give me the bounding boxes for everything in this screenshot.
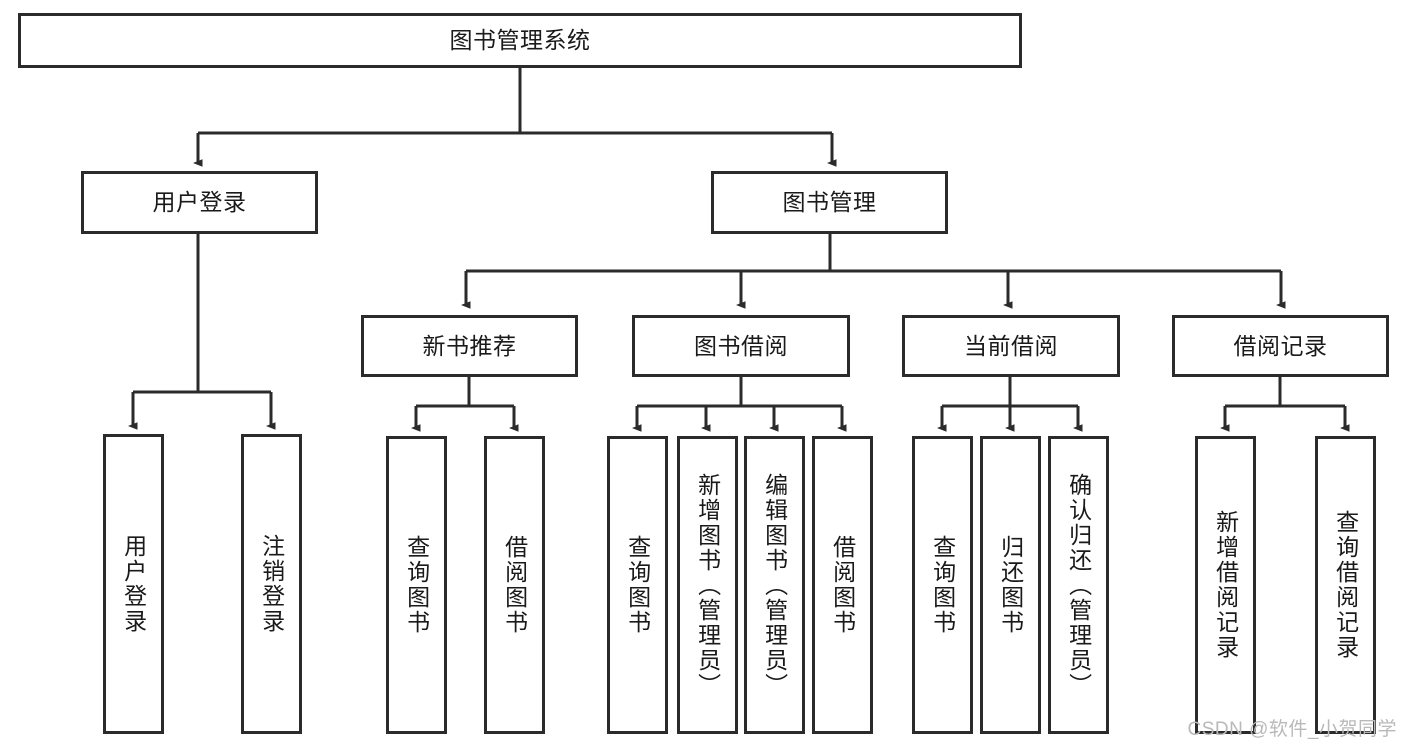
node-label: 查询图书 [929,535,956,635]
node-label: 编辑图书（管理员） [761,472,788,698]
node-label: 用户登录 [152,189,247,216]
leaf-current-borrow-query[interactable]: 查询图书 [912,436,973,734]
node-label: 查询图书 [624,535,651,635]
node-label: 图书管理 [782,189,877,216]
node-new-book-recommend[interactable]: 新书推荐 [361,315,578,377]
leaf-user-login-logout[interactable]: 注销登录 [241,434,302,734]
node-borrow-record[interactable]: 借阅记录 [1172,315,1389,377]
node-label: 新增借阅记录 [1212,510,1239,660]
node-label: 查询借阅记录 [1332,510,1359,660]
node-user-login[interactable]: 用户登录 [81,171,318,234]
node-root-system[interactable]: 图书管理系统 [18,13,1022,68]
node-current-borrow[interactable]: 当前借阅 [902,315,1120,377]
node-label: 借阅图书 [501,535,528,635]
node-label: 查询图书 [403,535,430,635]
leaf-current-borrow-return[interactable]: 归还图书 [980,436,1041,734]
node-label: 新书推荐 [422,332,517,359]
node-label: 用户登录 [120,534,147,634]
node-label: 确认归还（管理员） [1065,472,1092,698]
leaf-book-borrow-borrow[interactable]: 借阅图书 [812,436,873,734]
leaf-current-borrow-confirm[interactable]: 确认归还（管理员） [1048,436,1109,734]
leaf-new-book-borrow[interactable]: 借阅图书 [484,436,545,734]
leaf-borrow-record-query[interactable]: 查询借阅记录 [1315,436,1376,734]
csdn-watermark: CSDN @软件_小贺同学 [1187,719,1397,740]
leaf-book-borrow-edit[interactable]: 编辑图书（管理员） [744,436,805,734]
node-label: 借阅记录 [1233,332,1328,359]
node-label: 新增图书（管理员） [694,472,721,698]
leaf-user-login-login[interactable]: 用户登录 [103,434,164,734]
node-book-borrow[interactable]: 图书借阅 [632,315,850,377]
node-label: 图书借阅 [694,332,788,359]
node-label: 借阅图书 [829,535,856,635]
node-book-management[interactable]: 图书管理 [711,171,948,234]
node-label: 图书管理系统 [449,27,591,54]
node-label: 注销登录 [258,534,285,634]
leaf-borrow-record-add[interactable]: 新增借阅记录 [1195,436,1256,734]
leaf-new-book-query[interactable]: 查询图书 [386,436,447,734]
leaf-book-borrow-query[interactable]: 查询图书 [607,436,668,734]
leaf-book-borrow-add[interactable]: 新增图书（管理员） [677,436,738,734]
node-label: 当前借阅 [964,332,1058,359]
node-label: 归还图书 [997,535,1024,635]
